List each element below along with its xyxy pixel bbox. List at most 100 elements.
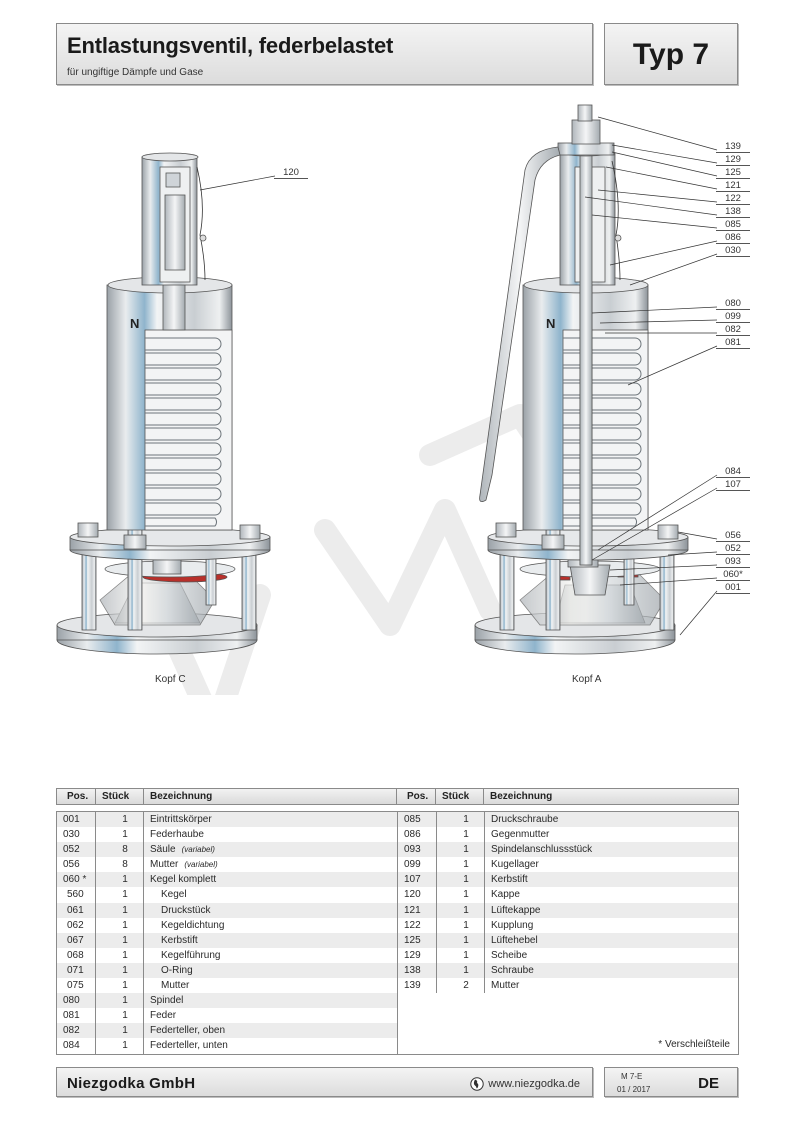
part-name: Druckstück: [161, 904, 211, 916]
cell-name: Gegenmutter: [491, 829, 549, 840]
website-url[interactable]: www.niezgodka.de: [488, 1078, 580, 1090]
part-name: Federteller, oben: [150, 1025, 226, 1037]
cell-name: Kupplung: [491, 920, 533, 931]
language-code: DE: [698, 1075, 719, 1092]
callout-093: 093: [716, 556, 750, 568]
callout-085: 085: [716, 219, 750, 231]
doc-code-box: M 7-E 01 / 2017 DE: [604, 1067, 738, 1097]
cell-qty: 1: [463, 919, 469, 931]
part-name: Feder: [150, 1010, 177, 1022]
cell-qty: 1: [463, 934, 469, 946]
cell-qty: 1: [463, 859, 469, 871]
callout-056: 056: [716, 530, 750, 542]
cell-qty: 1: [122, 829, 128, 841]
type-box: Typ 7: [604, 23, 738, 85]
cell-qty: 8: [122, 859, 128, 871]
header-pos: Pos.: [67, 791, 89, 802]
cell-qty: 1: [122, 964, 128, 976]
part-name: Lüftehebel: [491, 934, 538, 946]
cell-pos: 122: [404, 919, 421, 931]
part-name: Spindel: [150, 995, 184, 1007]
cell-pos: 052: [63, 844, 80, 856]
callout-086: 086: [716, 232, 750, 244]
svg-text:N: N: [130, 316, 139, 331]
cell-name: Mutter: [491, 980, 519, 991]
part-name: Kegel: [161, 889, 187, 901]
header-qty: Stück: [442, 791, 470, 802]
table-row: 071 1 O-Ring: [57, 962, 397, 979]
cell-name: Kegeldichtung: [161, 920, 224, 931]
part-name: Kupplung: [491, 919, 534, 931]
website-link[interactable]: www.niezgodka.de: [470, 1077, 580, 1091]
type-label: Typ 7: [632, 38, 710, 71]
cell-name: Kegel komplett: [150, 874, 216, 885]
leader-lines-left: [199, 175, 276, 191]
table-row: 099 1 Kugellager: [398, 857, 738, 872]
part-name: Mutter: [491, 980, 520, 992]
cell-pos: 121: [404, 904, 421, 916]
part-name: Kegel komplett: [150, 874, 217, 886]
callout-052: 052: [716, 543, 750, 555]
cell-name: Kugellager: [491, 859, 539, 870]
cell-name: Lüftehebel: [491, 935, 538, 946]
part-name: Federhaube: [150, 829, 204, 841]
part-name: Kerbstift: [491, 874, 528, 886]
leader-lines-right: [584, 116, 718, 636]
cell-pos: 099: [404, 859, 421, 871]
cell-qty: 1: [122, 874, 128, 886]
callout-125: 125: [716, 167, 750, 179]
cell-name: Mutter(variabel): [150, 859, 218, 870]
wear-parts-note: * Verschleißteile: [658, 1039, 730, 1050]
header-name: Bezeichnung: [150, 791, 213, 802]
cell-qty: 1: [122, 904, 128, 916]
callout-082: 082: [716, 324, 750, 336]
cell-pos: 067: [67, 934, 84, 946]
callout-084: 084: [716, 466, 750, 478]
part-name: O-Ring: [161, 964, 193, 976]
part-name: Spindelanschlussstück: [491, 844, 593, 856]
cell-qty: 1: [463, 964, 469, 976]
document-title: Entlastungsventil, federbelastet: [67, 33, 394, 58]
part-name: Gegenmutter: [491, 829, 550, 841]
table-row: 086 1 Gegenmutter: [398, 827, 738, 842]
part-name: Mutter: [161, 980, 190, 992]
cell-qty: 1: [463, 949, 469, 961]
cell-pos: 071: [67, 964, 84, 976]
part-name: Kappe: [491, 889, 520, 901]
cell-name: Federhaube: [150, 829, 204, 840]
callout-138: 138: [716, 206, 750, 218]
cell-name: Schraube: [491, 965, 534, 976]
cell-name: Kerbstift: [161, 935, 198, 946]
spring-coils-right: [563, 337, 642, 527]
cell-pos: 086: [404, 829, 421, 841]
cell-pos: 060 *: [63, 874, 87, 886]
cell-name: Kegelführung: [161, 950, 221, 961]
cell-name: Druckstück: [161, 905, 210, 916]
callout-122: 122: [716, 193, 750, 205]
cell-pos: 125: [404, 934, 421, 946]
table-row: 125 1 Lüftehebel: [398, 932, 738, 948]
part-note: (variabel): [184, 860, 218, 870]
cell-name: Mutter: [161, 980, 189, 991]
caption-kopf-a: Kopf A: [572, 674, 602, 685]
cell-pos: 129: [404, 949, 421, 961]
part-note: (variabel): [181, 845, 215, 855]
part-name: Säule: [150, 844, 176, 856]
cell-qty: 1: [463, 829, 469, 841]
cell-pos: 093: [404, 844, 421, 856]
cell-qty: 1: [463, 844, 469, 856]
cell-name: Eintrittskörper: [150, 814, 212, 825]
cell-name: Spindel: [150, 995, 183, 1006]
svg-text:N: N: [546, 316, 555, 331]
part-name: Kugellager: [491, 859, 539, 871]
